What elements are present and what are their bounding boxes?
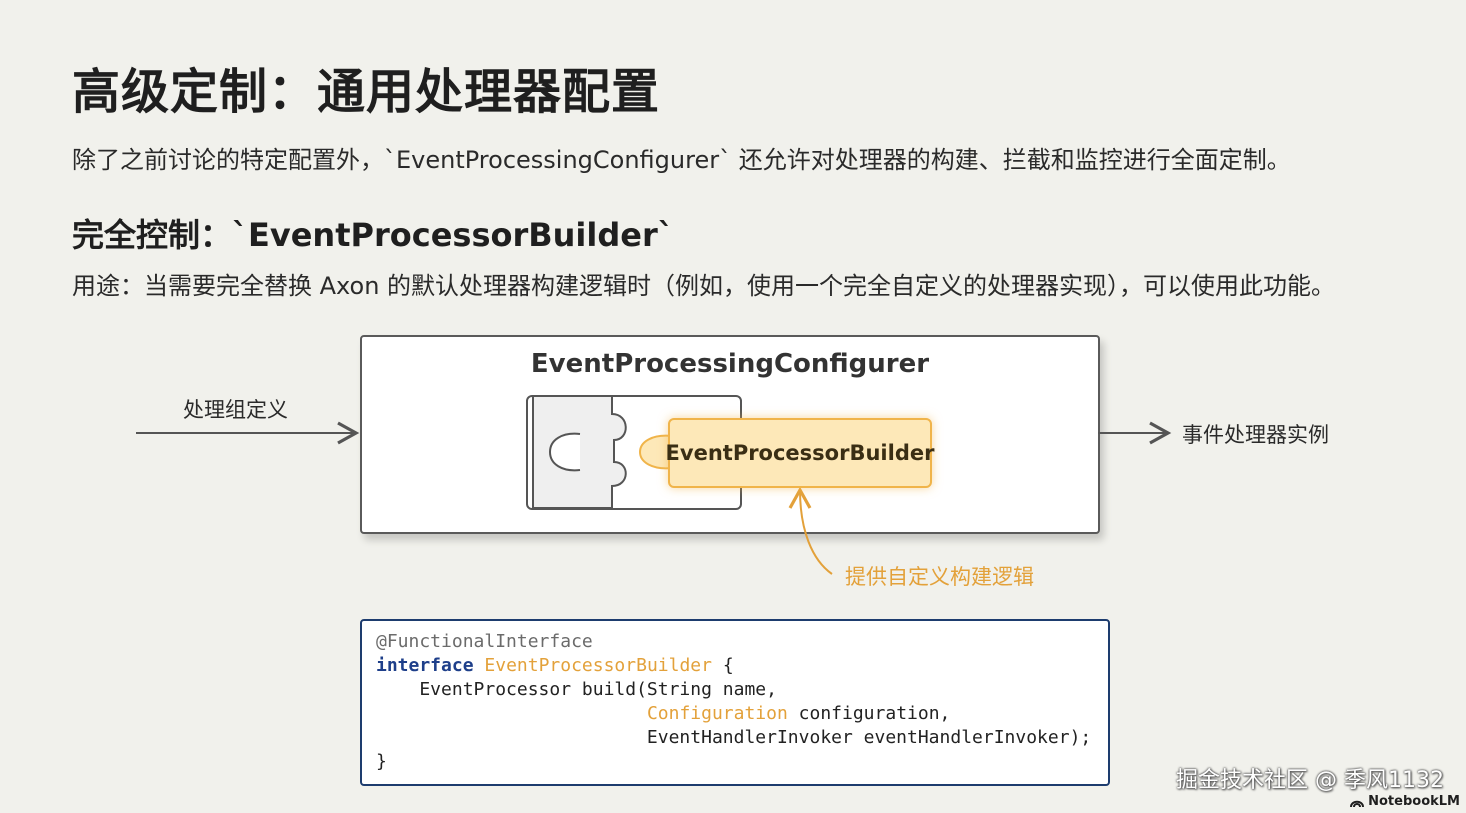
builder-box: EventProcessorBuilder [665, 418, 935, 488]
code-line-annotation: @FunctionalInterface [376, 631, 593, 652]
output-label: 事件处理器实例 [1182, 423, 1329, 447]
interface-name-token: EventProcessorBuilder [484, 655, 712, 676]
code-line-invoker-param: EventHandlerInvoker eventHandlerInvoker)… [376, 727, 1092, 748]
custom-logic-label: 提供自定义构建逻辑 [845, 565, 1034, 589]
open-brace-token: { [722, 655, 734, 676]
code-line-method: EventProcessor build(String name, [376, 679, 777, 700]
code-line-close: } [376, 751, 387, 772]
custom-logic-arrow [788, 486, 833, 575]
configurer-label: EventProcessingConfigurer [530, 349, 930, 379]
indent-token [376, 703, 647, 724]
watermark: 掘金技术社区 @ 季风1132 [1176, 768, 1444, 793]
code-line-config-param: Configuration configuration, [376, 703, 950, 724]
brand-badge: NotebookLM [1350, 794, 1460, 809]
configuration-type-token: Configuration [646, 703, 788, 724]
usage-text: 用途：当需要完全替换 Axon 的默认处理器构建逻辑时（例如，使用一个完全自定义… [72, 272, 1336, 300]
input-label: 处理组定义 [183, 398, 288, 422]
builder-label: EventProcessorBuilder [665, 441, 935, 465]
keyword-token: interface [376, 655, 474, 676]
code-line-interface: interface EventProcessorBuilder { [376, 655, 734, 676]
section-heading: 完全控制：`EventProcessorBuilder` [72, 216, 674, 254]
builder-tab-shape [638, 434, 673, 470]
configuration-param-token: configuration, [787, 703, 951, 724]
brand-label: NotebookLM [1368, 794, 1460, 809]
code-block: @FunctionalInterface interface EventProc… [360, 619, 1110, 786]
notebooklm-logo-icon [1350, 800, 1365, 807]
socket-notch [548, 432, 581, 472]
intro-text: 除了之前讨论的特定配置外，`EventProcessingConfigurer`… [72, 146, 1291, 174]
page-title: 高级定制：通用处理器配置 [72, 64, 661, 120]
annotation-token: @FunctionalInterface [376, 631, 593, 652]
